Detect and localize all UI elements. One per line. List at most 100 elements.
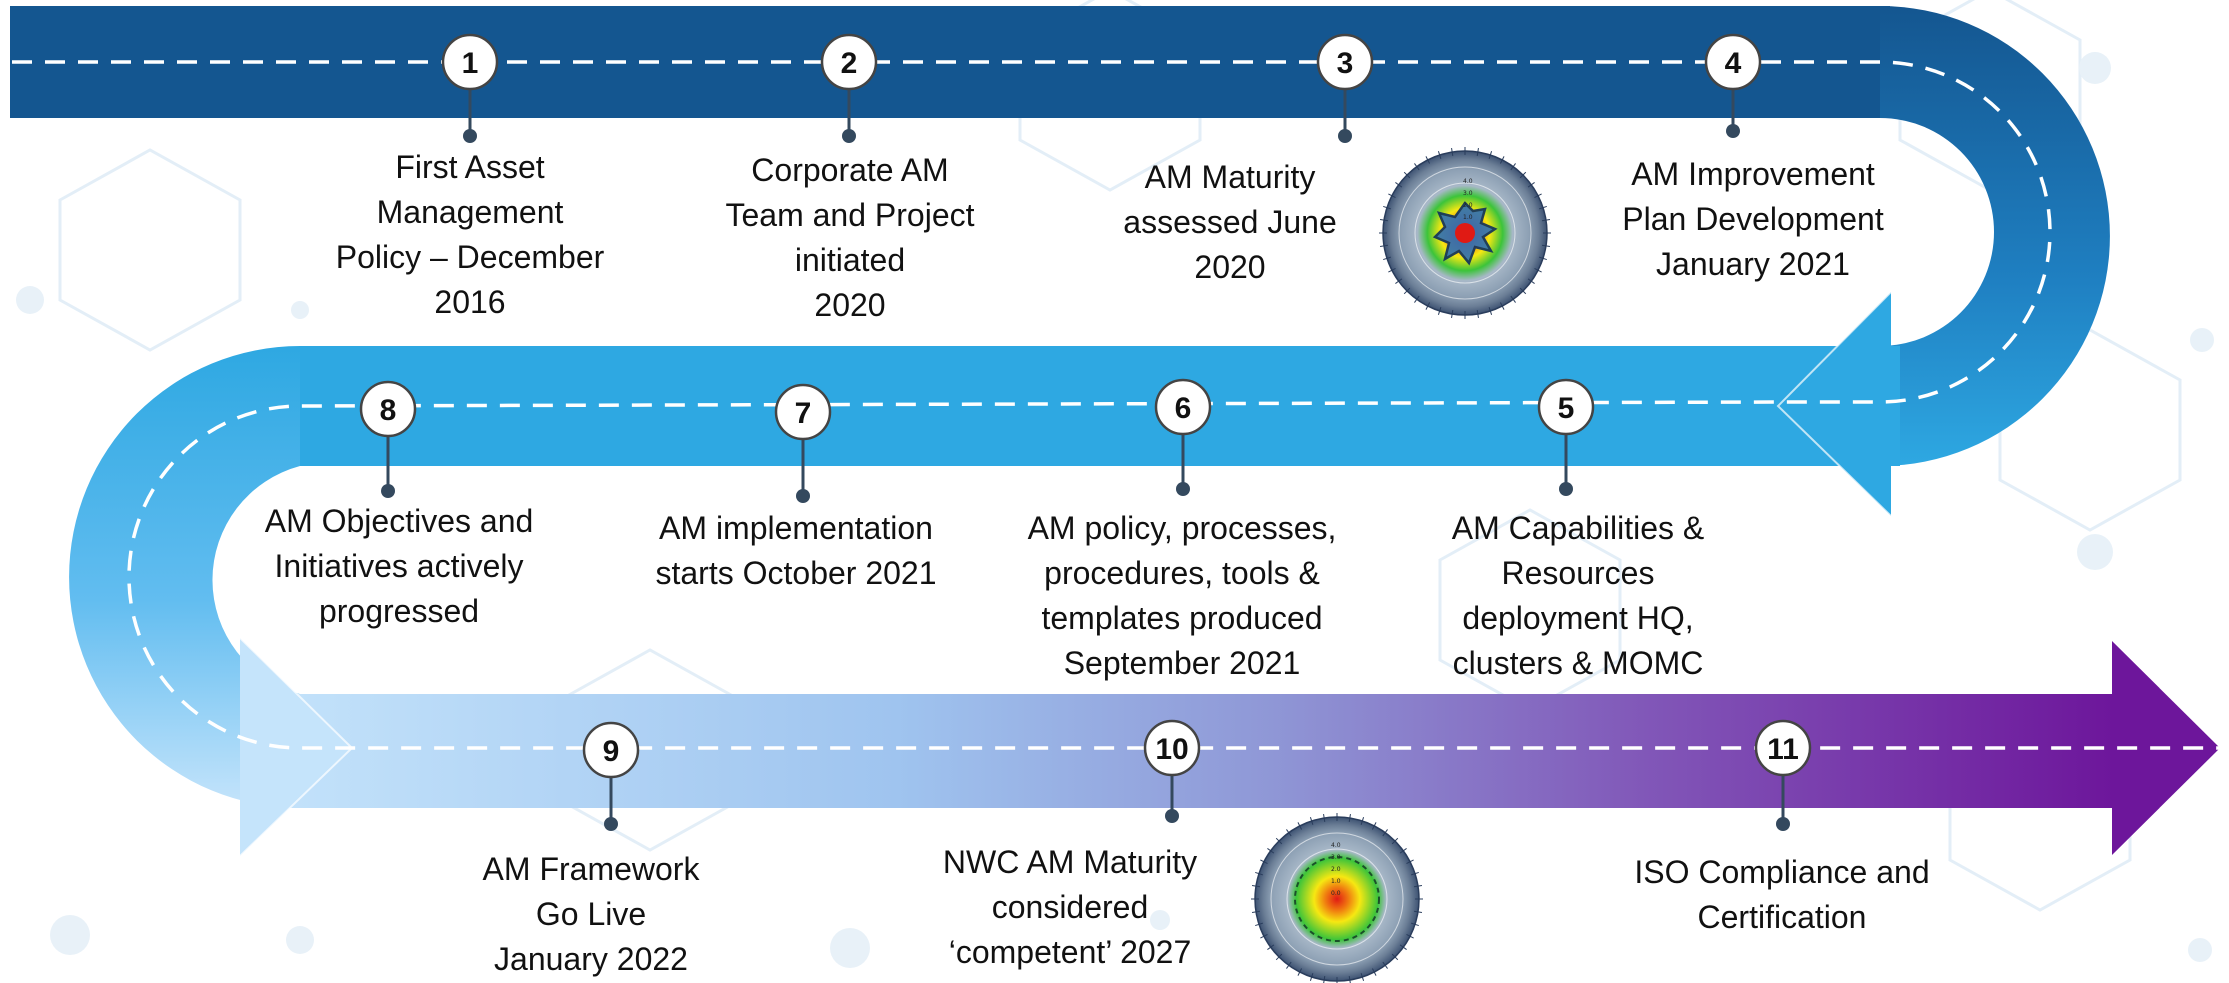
maturity-ring-tick <box>1510 295 1516 303</box>
maturity-current-icon: 4.0 3.0 2.0 1.0 <box>1379 147 1551 319</box>
maturity-ring-tick <box>1437 151 1442 159</box>
maturity-scale-label: 3.0 <box>1463 190 1473 197</box>
milestone-11-label: ISO Compliance and Certification <box>1634 854 1930 935</box>
maturity-ring-tick <box>1255 871 1263 876</box>
maturity-scale-label: 3.0 <box>1331 854 1341 861</box>
maturity-scale-label: 1.0 <box>1331 878 1341 885</box>
milestone-6-stem-dot <box>1176 482 1190 496</box>
maturity-ring-tick <box>1425 156 1431 164</box>
maturity-ring-tick <box>1388 193 1396 199</box>
milestone-9-number: 9 <box>603 735 620 768</box>
milestone-4-stem-dot <box>1726 124 1740 138</box>
milestone-7-stem-dot <box>796 489 810 503</box>
milestone-5-label: AM Capabilities & Resources deployment H… <box>1451 510 1705 681</box>
milestone-8-node <box>359 380 417 438</box>
milestone-11-number: 11 <box>1767 733 1799 766</box>
maturity-ring-tick <box>1286 961 1292 969</box>
maturity-ring-tick <box>1379 219 1389 222</box>
milestone-8-number: 8 <box>380 394 397 427</box>
milestone-3-number: 3 <box>1337 47 1354 80</box>
maturity-ring-tick <box>1382 829 1388 837</box>
maturity-ring-tick <box>1411 922 1419 927</box>
milestone-8-stem-dot <box>381 484 395 498</box>
maturity-ring-tick <box>1286 829 1292 837</box>
maturity-ring-tick <box>1267 848 1275 854</box>
maturity-ring-tick <box>1539 256 1547 261</box>
milestone-10-label: NWC AM Maturity considered ‘competent’ 2… <box>942 844 1198 970</box>
milestone-4-number: 4 <box>1725 47 1742 80</box>
maturity-ring-tick <box>1260 933 1268 939</box>
milestone-10-stem-dot <box>1165 809 1179 823</box>
maturity-scale-label: 2.0 <box>1463 202 1473 209</box>
maturity-ring-tick <box>1414 295 1420 303</box>
maturity-ring-tick <box>1406 933 1414 939</box>
maturity-ring-tick <box>1309 973 1314 981</box>
maturity-ring-tick <box>1403 287 1411 295</box>
maturity-ring-tick <box>1382 961 1388 969</box>
maturity-ring-tick <box>1275 953 1283 961</box>
maturity-ring-tick <box>1297 822 1303 830</box>
maturity-target-icon: 4.0 3.0 2.0 1.0 0.0 <box>1251 813 1423 983</box>
milestone-1-label: First Asset Management Policy – December… <box>335 149 605 320</box>
maturity-ring-tick <box>1297 968 1303 976</box>
maturity-ring-tick <box>1534 193 1542 199</box>
maturity-ring-tick <box>1251 910 1261 913</box>
maturity-scale-label: 2.0 <box>1331 866 1341 873</box>
milestone-2-number: 2 <box>841 47 858 80</box>
maturity-scale-label: 1.0 <box>1463 214 1473 221</box>
milestone-4-label: AM Improvement Plan Development January … <box>1622 156 1884 282</box>
milestone-6-node <box>1154 378 1212 436</box>
arrow-head-row-2-edge <box>1776 291 1892 517</box>
maturity-ring-tick <box>1371 822 1377 830</box>
maturity-ring-tick <box>1379 244 1389 247</box>
milestone-10-node <box>1143 719 1201 777</box>
maturity-ring-tick <box>1348 813 1351 823</box>
arrow-head-row-3-left <box>240 638 352 856</box>
maturity-ring-tick <box>1527 182 1535 188</box>
maturity-ring-tick <box>1437 307 1442 315</box>
maturity-ring-tick <box>1499 302 1505 310</box>
maturity-scale-label: 0.0 <box>1331 890 1341 897</box>
milestone-5-stem-dot <box>1559 482 1573 496</box>
milestone-5-node <box>1537 378 1595 436</box>
milestone-8-label: AM Objectives and Initiatives actively p… <box>264 503 534 629</box>
milestone-3-label: AM Maturity assessed June 2020 <box>1123 159 1337 285</box>
maturity-ring-tick <box>1360 817 1365 825</box>
maturity-ring-tick <box>1267 944 1275 950</box>
milestone-9-label: AM Framework Go Live January 2022 <box>482 851 700 977</box>
maturity-ring-tick <box>1413 910 1423 913</box>
milestone-6-number: 6 <box>1175 392 1192 425</box>
maturity-target-ring <box>1294 856 1380 942</box>
maturity-ring-tick <box>1519 287 1527 295</box>
milestone-1-node <box>441 33 499 91</box>
maturity-ring-tick <box>1519 171 1527 179</box>
milestone-11-stem-dot <box>1776 817 1790 831</box>
maturity-ring-tick <box>1541 244 1551 247</box>
maturity-ring-tick <box>1476 147 1479 157</box>
milestone-11-node <box>1754 719 1812 777</box>
milestone-3-node <box>1316 33 1374 91</box>
maturity-ring-tick <box>1323 813 1326 823</box>
maturity-ring-tick <box>1371 968 1377 976</box>
maturity-ring-tick <box>1383 205 1391 210</box>
maturity-ring-tick <box>1425 302 1431 310</box>
milestone-2-label: Corporate AM Team and Project initiated … <box>725 152 975 323</box>
maturity-scale-label: 4.0 <box>1331 842 1341 849</box>
milestone-7-label: AM implementation starts October 2021 <box>655 510 937 591</box>
maturity-ring-tick <box>1391 837 1399 845</box>
maturity-ring-tick <box>1510 163 1516 171</box>
maturity-ring-tick <box>1411 871 1419 876</box>
maturity-ring-tick <box>1527 278 1535 284</box>
maturity-ring-tick <box>1360 973 1365 981</box>
milestone-9-node <box>582 721 640 779</box>
milestone-1-number: 1 <box>462 47 479 80</box>
road-turn-right <box>1880 6 2110 466</box>
milestone-5-number: 5 <box>1558 392 1575 425</box>
maturity-ring-tick <box>1309 817 1314 825</box>
arrow-head-row-3-left-edge <box>239 637 354 857</box>
maturity-ring-tick <box>1395 182 1403 188</box>
maturity-scale-label: 4.0 <box>1463 178 1473 185</box>
milestone-4-node <box>1704 33 1762 91</box>
